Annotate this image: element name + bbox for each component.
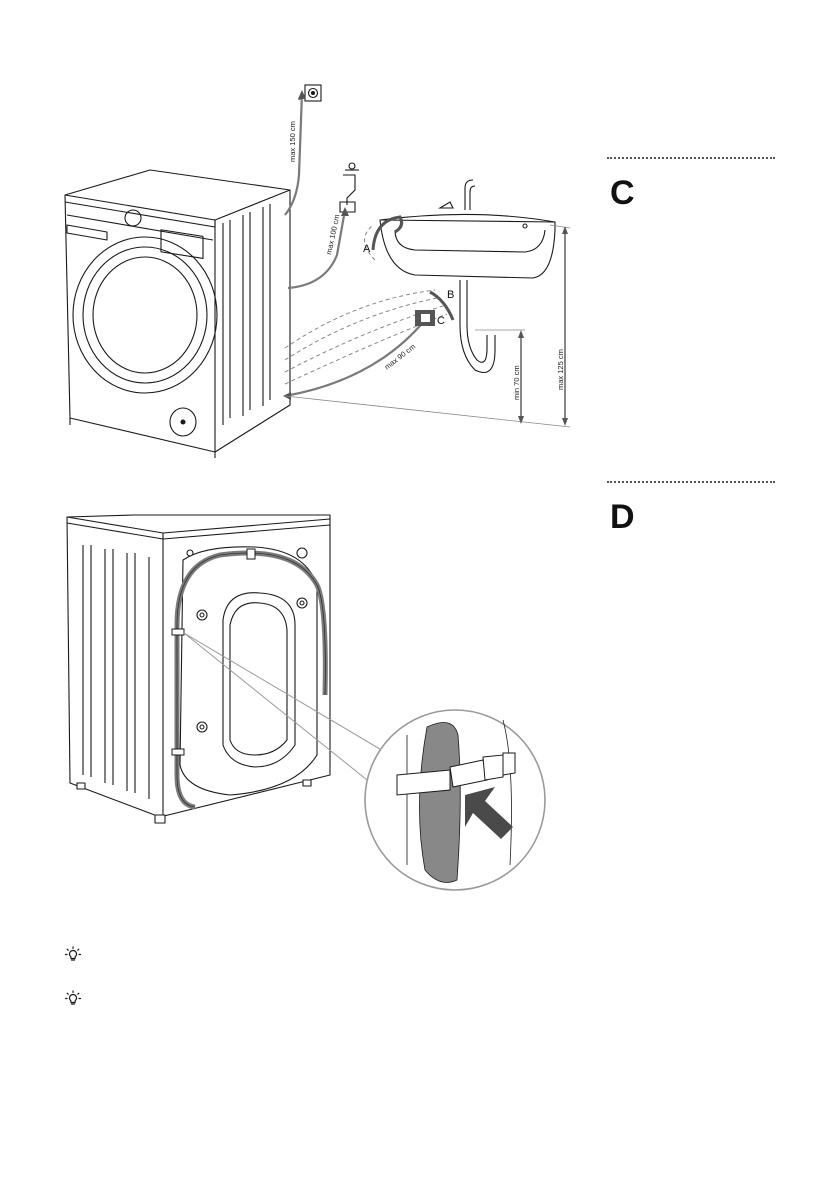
point-c-label: C: [437, 315, 445, 327]
figure-d-hose-clip-installation: [55, 505, 565, 895]
sink: [380, 180, 555, 373]
section-d-divider: [607, 481, 775, 483]
lightbulb-icon: [64, 946, 82, 964]
section-d-letter: D: [610, 500, 635, 534]
wall-socket-icon: [305, 85, 321, 101]
point-b-label: B: [447, 289, 454, 301]
dimension-min-70: min 70 cm: [512, 365, 521, 400]
dimension-max-150: max 150 cm: [288, 121, 297, 162]
lightbulb-icon: [64, 990, 82, 1008]
wall-drain-outlet: [415, 310, 435, 326]
section-c-letter: C: [610, 176, 635, 210]
water-tap-icon: [340, 163, 359, 212]
section-c-divider: [607, 157, 775, 159]
point-a-label: A: [363, 243, 371, 255]
figure-c-drain-hose-installation: max 150 cm max 100 cm max 90 cm: [55, 80, 585, 460]
dimension-max-125: max 125 cm: [556, 349, 565, 390]
clip-detail-magnifier: [365, 710, 545, 890]
